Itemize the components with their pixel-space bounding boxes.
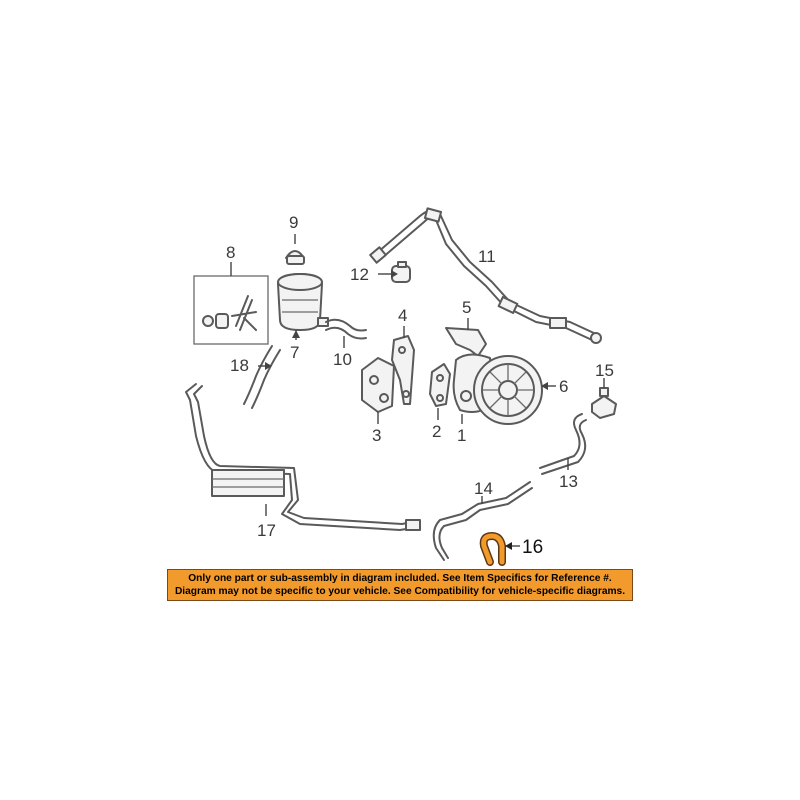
pressure-hose-part-11: [369, 207, 602, 344]
reservoir-part-7: [277, 273, 329, 340]
return-hose-part-13: [539, 413, 587, 475]
callout-5: 5: [462, 298, 471, 317]
disclaimer-line-1: Only one part or sub-assembly in diagram…: [188, 573, 612, 584]
callout-10: 10: [333, 350, 352, 369]
disclaimer-banner: Only one part or sub-assembly in diagram…: [167, 569, 633, 601]
hose-part-10: [325, 318, 367, 348]
callout-3: 3: [372, 426, 381, 445]
callout-6: 6: [559, 377, 568, 396]
hose-part-18: [243, 345, 281, 409]
callout-2: 2: [432, 422, 441, 441]
clip-kit-part-8: [193, 262, 269, 345]
fitting-part-5: [445, 318, 487, 357]
bracket-part-4: [391, 326, 415, 405]
valve-part-15: [591, 378, 617, 419]
callout-11: 11: [478, 247, 496, 266]
callout-14: 14: [474, 479, 493, 498]
return-line-part-14: [432, 481, 533, 561]
callout-9: 9: [289, 213, 298, 232]
callout-4: 4: [398, 306, 407, 325]
disclaimer-line-2: Diagram may not be specific to your vehi…: [174, 586, 626, 597]
callout-12: 12: [350, 265, 369, 284]
callout-1: 1: [457, 426, 466, 445]
callout-16: 16: [522, 537, 543, 558]
callout-18: 18: [230, 356, 249, 375]
cooler-lines-part-17: [185, 383, 421, 531]
pulley-part-6: [473, 355, 556, 425]
pressure-switch-part-12: [378, 261, 411, 283]
mount-part-3: [361, 357, 395, 424]
bracket-part-2: [429, 363, 451, 420]
reservoir-cap-part-9: [285, 234, 305, 265]
callout-15: 15: [595, 361, 614, 380]
highlighted-hose-part-16: [479, 532, 520, 566]
callout-17: 17: [257, 521, 276, 540]
callout-13: 13: [559, 472, 578, 491]
callout-8: 8: [226, 243, 235, 262]
callout-7: 7: [290, 343, 299, 362]
